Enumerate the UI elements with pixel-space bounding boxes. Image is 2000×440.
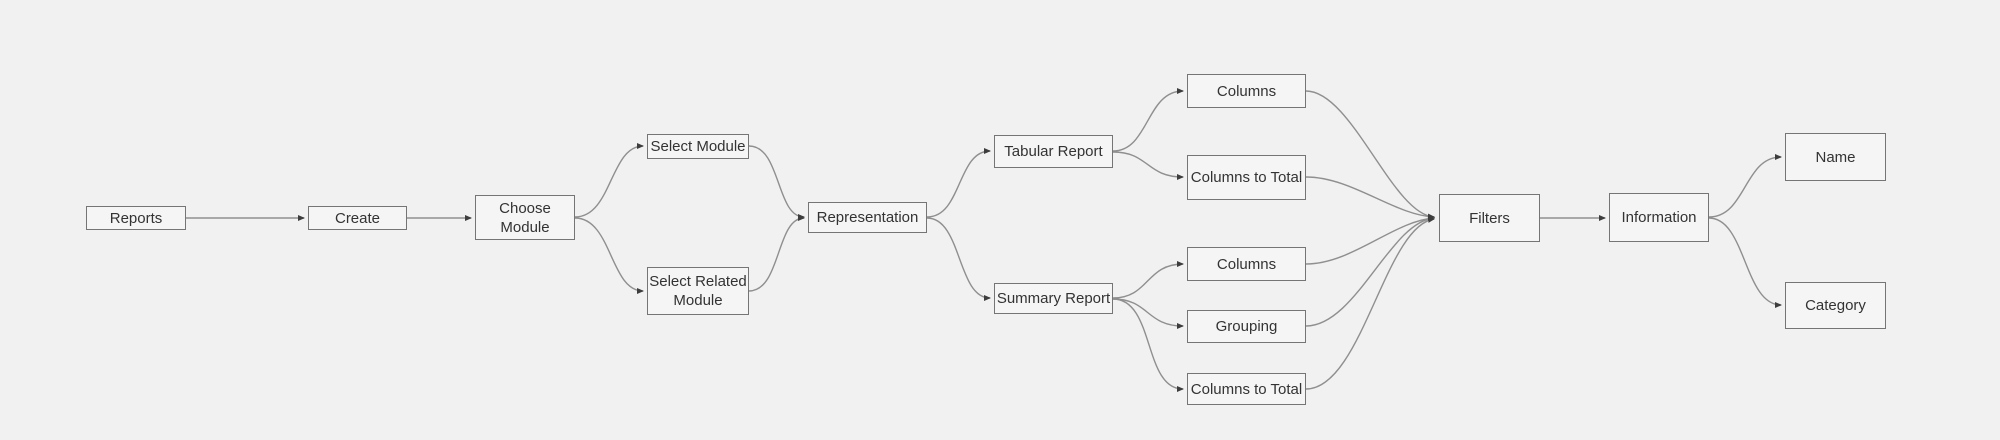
edge-choose-module-select-related-module <box>574 217 644 294</box>
edge-representation-summary-report <box>926 217 991 301</box>
node-tabular-columns-to-total: Columns to Total <box>1187 155 1306 200</box>
node-category: Category <box>1785 282 1886 329</box>
node-choose-module: Choose Module <box>475 195 575 240</box>
edge-tab-columns-filters <box>1305 90 1435 220</box>
edge-representation-tabular-report <box>926 148 991 218</box>
node-name: Name <box>1785 133 1886 181</box>
edge-summary-report-columns-to-total <box>1112 298 1184 392</box>
node-tabular-report: Tabular Report <box>994 135 1113 168</box>
edge-select-related-module-representation <box>748 215 805 292</box>
edge-sum-columns-to-total-filters <box>1305 216 1435 390</box>
node-create: Create <box>308 206 407 230</box>
edge-tab-columns-to-total-filters <box>1305 176 1435 220</box>
edge-information-name <box>1708 154 1782 218</box>
edge-summary-report-columns <box>1112 261 1184 299</box>
edge-tabular-report-columns-to-total <box>1112 151 1184 180</box>
node-summary-grouping: Grouping <box>1187 310 1306 343</box>
node-summary-columns: Columns <box>1187 247 1306 281</box>
node-summary-report: Summary Report <box>994 283 1113 314</box>
edge-sum-columns-filters <box>1305 215 1435 265</box>
node-tabular-columns: Columns <box>1187 74 1306 108</box>
edge-select-module-representation <box>748 145 805 220</box>
edge-sum-grouping-filters <box>1305 215 1435 327</box>
edge-summary-report-grouping <box>1112 298 1184 329</box>
edge-choose-module-select-module <box>574 143 644 218</box>
node-filters: Filters <box>1439 194 1540 242</box>
edge-information-category <box>1708 217 1782 308</box>
node-reports: Reports <box>86 206 186 230</box>
node-select-module: Select Module <box>647 134 749 159</box>
node-select-related-module: Select Related Module <box>647 267 749 315</box>
node-information: Information <box>1609 193 1709 242</box>
node-representation: Representation <box>808 202 927 233</box>
edge-tabular-report-columns <box>1112 88 1184 152</box>
node-summary-columns-to-total: Columns to Total <box>1187 373 1306 405</box>
